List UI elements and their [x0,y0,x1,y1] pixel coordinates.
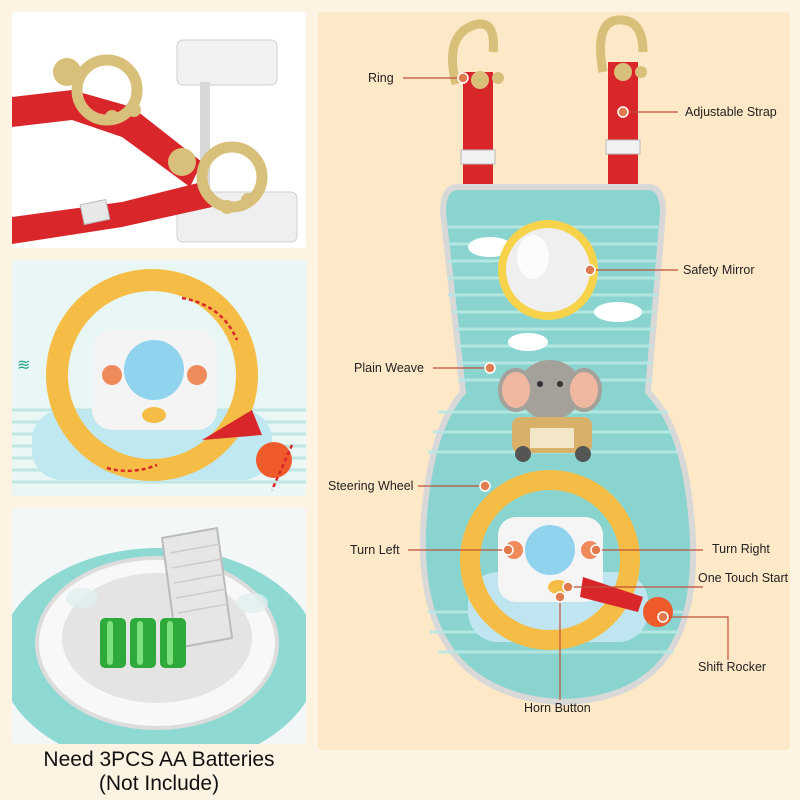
callout-turn-right: Turn Right [712,542,770,556]
mirror-icon [498,220,598,320]
steering-wheel-detail-panel: ≋ [12,260,306,496]
callout-shift-rocker: Shift Rocker [698,660,767,674]
callout-one-touch-start: One Touch Start [698,571,789,585]
battery-note-line2: (Not Include) [98,772,220,795]
callout-adjustable-strap: Adjustable Strap [685,105,777,119]
callout-safety-mirror: Safety Mirror [683,263,755,277]
ring-icon [168,141,268,214]
callout-ring: Ring [368,71,394,85]
callout-turn-left: Turn Left [350,543,400,557]
ring-icon [448,19,504,89]
callout-horn-button: Horn Button [524,701,591,715]
battery-compartment-panel [12,508,306,744]
battery-note-line1: Need 3PCS AA Batteries [43,748,275,771]
svg-text:≋: ≋ [17,355,30,374]
strap-detail-panel [12,12,306,248]
callout-steering-wheel: Steering Wheel [328,479,414,493]
ring-icon [53,54,143,126]
steering-wheel-icon [46,269,258,481]
product-overview-panel [318,12,790,750]
callout-plain-weave: Plain Weave [354,361,424,375]
battery-icon [100,618,186,668]
elephant-icon [498,360,602,462]
arrow-icon [106,296,294,491]
ring-icon [596,15,648,81]
